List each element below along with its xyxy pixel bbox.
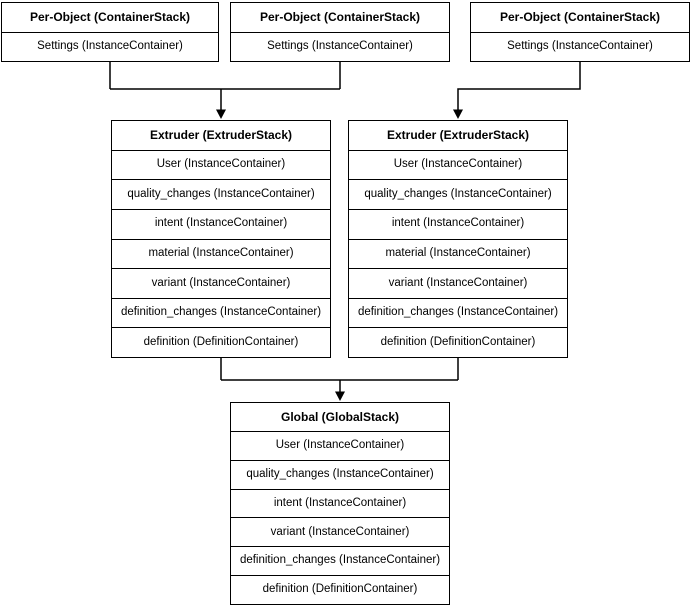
stack-header: Extruder (ExtruderStack) <box>149 128 293 143</box>
row-intent: intent (InstanceContainer) <box>349 208 567 239</box>
row-intent: intent (InstanceContainer) <box>112 208 330 239</box>
stack-header: Per-Object (ContainerStack) <box>29 10 191 25</box>
row-definition-changes: definition_changes (InstanceContainer) <box>231 546 449 575</box>
row-material: material (InstanceContainer) <box>349 238 567 269</box>
arrowhead-down-icon <box>453 109 463 119</box>
connector-per-object-3-to-extruder-2 <box>457 62 581 110</box>
row-definition: definition (DefinitionContainer) <box>231 575 449 604</box>
connector-extruders-to-global <box>220 358 459 392</box>
stack-header: Global (GlobalStack) <box>280 409 400 424</box>
row-variant: variant (InstanceContainer) <box>231 517 449 546</box>
row-intent: intent (InstanceContainer) <box>231 488 449 518</box>
connector-per-objects-to-extruder-1 <box>109 62 341 110</box>
per-object-stack-2: Per-Object (ContainerStack) Settings (In… <box>230 2 450 62</box>
per-object-stack-3: Per-Object (ContainerStack) Settings (In… <box>470 2 690 62</box>
arrowhead-down-icon <box>335 391 345 401</box>
per-object-stack-1: Per-Object (ContainerStack) Settings (In… <box>1 2 219 62</box>
arrowhead-down-icon <box>216 109 226 119</box>
row-settings: Settings (InstanceContainer) <box>231 31 449 62</box>
row-material: material (InstanceContainer) <box>112 238 330 269</box>
row-user: User (InstanceContainer) <box>112 149 330 180</box>
row-user: User (InstanceContainer) <box>349 149 567 180</box>
row-definition: definition (DefinitionContainer) <box>349 327 567 357</box>
row-quality-changes: quality_changes (InstanceContainer) <box>112 179 330 209</box>
row-variant: variant (InstanceContainer) <box>349 268 567 298</box>
stack-header: Per-Object (ContainerStack) <box>259 10 421 25</box>
stack-header: Per-Object (ContainerStack) <box>499 10 661 25</box>
row-quality-changes: quality_changes (InstanceContainer) <box>349 179 567 209</box>
stack-header: Extruder (ExtruderStack) <box>386 128 530 143</box>
row-variant: variant (InstanceContainer) <box>112 268 330 298</box>
extruder-stack-1: Extruder (ExtruderStack) User (InstanceC… <box>111 120 331 358</box>
row-definition: definition (DefinitionContainer) <box>112 327 330 357</box>
global-stack: Global (GlobalStack) User (InstanceConta… <box>230 402 450 605</box>
row-quality-changes: quality_changes (InstanceContainer) <box>231 459 449 489</box>
row-definition-changes: definition_changes (InstanceContainer) <box>349 297 567 328</box>
row-settings: Settings (InstanceContainer) <box>2 31 218 62</box>
extruder-stack-2: Extruder (ExtruderStack) User (InstanceC… <box>348 120 568 358</box>
row-user: User (InstanceContainer) <box>231 430 449 460</box>
row-settings: Settings (InstanceContainer) <box>471 31 689 62</box>
row-definition-changes: definition_changes (InstanceContainer) <box>112 297 330 328</box>
